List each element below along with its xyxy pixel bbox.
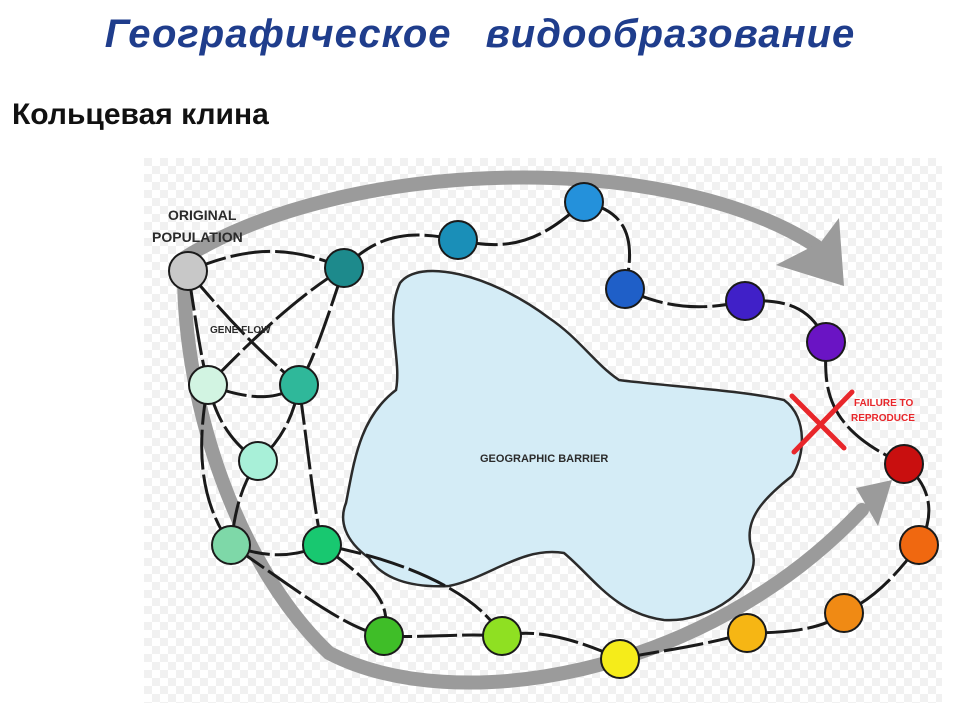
upper-arrow — [177, 170, 844, 286]
population-pale-mint — [188, 365, 228, 405]
upper-arrowhead-icon — [776, 218, 844, 286]
population-original — [168, 251, 208, 291]
populations — [168, 182, 939, 679]
failure-x-icon — [789, 389, 855, 455]
population-orange — [824, 593, 864, 633]
population-red — [884, 444, 924, 484]
population-yellow-green — [482, 616, 522, 656]
population-green — [364, 616, 404, 656]
population-sea-green — [279, 365, 319, 405]
population-orange-red — [899, 525, 939, 565]
population-cyan-1 — [438, 220, 478, 260]
population-indigo — [725, 281, 765, 321]
population-light-green — [211, 525, 251, 565]
slide-subtitle: Кольцевая клина — [12, 98, 269, 131]
original-population-label-line1: ORIGINAL — [168, 207, 237, 223]
original-population-label-line2: POPULATION — [152, 229, 243, 245]
population-violet — [806, 322, 846, 362]
population-yellow — [600, 639, 640, 679]
population-emerald — [302, 525, 342, 565]
population-mint — [238, 441, 278, 481]
failure-label-line1: FAILURE TO — [854, 398, 913, 409]
gene-flow-label: GENE FLOW — [210, 325, 271, 336]
geographic-barrier-shape — [341, 269, 804, 622]
lower-arrowhead-icon — [856, 480, 892, 526]
population-blue — [605, 269, 645, 309]
population-teal-1 — [324, 248, 364, 288]
slide-title: Географическое видообразование — [104, 12, 856, 56]
population-sky-blue — [564, 182, 604, 222]
ring-species-diagram: ORIGINAL POPULATION GENE FLOW GEOGRAPHIC… — [144, 158, 942, 703]
geographic-barrier-label: GEOGRAPHIC BARRIER — [480, 453, 608, 465]
failure-label-line2: REPRODUCE — [851, 413, 915, 424]
population-amber — [727, 613, 767, 653]
